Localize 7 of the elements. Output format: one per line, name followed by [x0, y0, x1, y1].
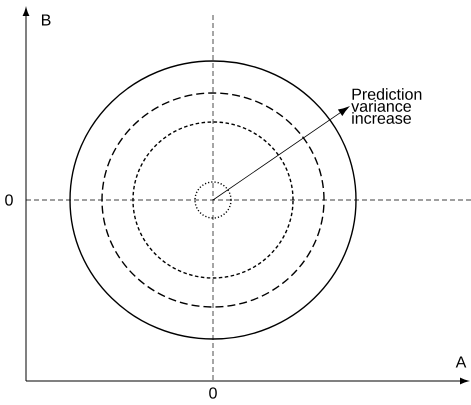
callout-text: Prediction variance increase: [351, 88, 422, 124]
axis-label: B: [42, 14, 50, 26]
contour-circle: [194, 181, 232, 219]
tick-label: 0: [209, 387, 217, 399]
axis-label: A: [456, 356, 466, 368]
tick-label: 0: [5, 194, 13, 206]
arrow: [212, 106, 349, 200]
